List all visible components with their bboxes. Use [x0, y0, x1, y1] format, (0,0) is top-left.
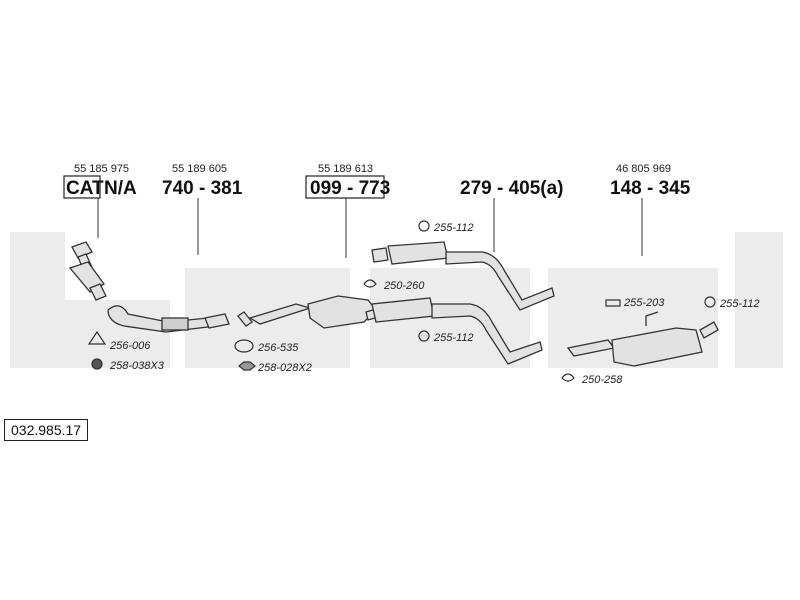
middle-silencer-bottom: [371, 297, 543, 365]
group-3-header: 55 189 613 099 - 773: [305, 163, 390, 199]
accessory-label: 258-038X3: [109, 360, 165, 372]
front-pipe: [107, 305, 230, 333]
rubber-mount-icon: [605, 299, 621, 307]
accessory-label: 255-112: [719, 298, 760, 310]
oem-number-5: 46 805 969: [616, 163, 671, 175]
oem-number-2: 55 189 605: [172, 163, 227, 175]
group-4-header: 279 - 405(a): [460, 178, 564, 199]
part-code-2: 740 - 381: [162, 178, 243, 199]
hex-nut-icon: [238, 361, 256, 371]
accessory-label: 250-260: [383, 280, 425, 292]
gasket-oval-icon: [234, 339, 254, 353]
oem-number-3: 55 189 613: [318, 163, 373, 175]
group-5-header: 46 805 969 148 - 345: [610, 163, 691, 199]
part-code-1-suffix: N/A: [104, 178, 137, 199]
middle-silencer-top: [371, 241, 555, 311]
accessory-label: 255-112: [433, 332, 474, 344]
leader-lines: [97, 198, 643, 258]
accessory-label: 255-112: [433, 222, 474, 234]
rubber-ring-icon: [418, 330, 430, 342]
code-box-3: [305, 175, 385, 199]
front-catalytic-converter: [68, 241, 107, 301]
group-1-header: 55 185 975 CAT N/A: [63, 163, 137, 199]
accessory-label: 250-258: [581, 374, 623, 386]
rubber-ring-icon: [704, 296, 716, 308]
clamp-icon: [561, 373, 575, 382]
part-code-4: 279 - 405(a): [460, 178, 564, 199]
accessory-label: 255-203: [623, 297, 665, 309]
group-2-header: 55 189 605 740 - 381: [162, 163, 243, 199]
rear-silencer: [566, 311, 719, 367]
accessory-label: 258-028X2: [257, 362, 312, 374]
part-code-3: 099 - 773: [310, 178, 390, 199]
oem-number-1: 55 185 975: [74, 163, 129, 175]
rubber-ring-icon: [418, 220, 430, 232]
cat-code-box: [63, 175, 101, 199]
gasket-triangle-icon: [87, 330, 107, 345]
part-code-1: CAT: [66, 178, 104, 199]
clamp-icon: [363, 279, 377, 288]
accessory-label: 256-535: [257, 342, 299, 354]
nut-icon: [91, 358, 103, 370]
part-code-5: 148 - 345: [610, 178, 691, 199]
diagram-reference: 032.985.17: [4, 419, 89, 441]
accessory-label: 256-006: [109, 340, 151, 352]
